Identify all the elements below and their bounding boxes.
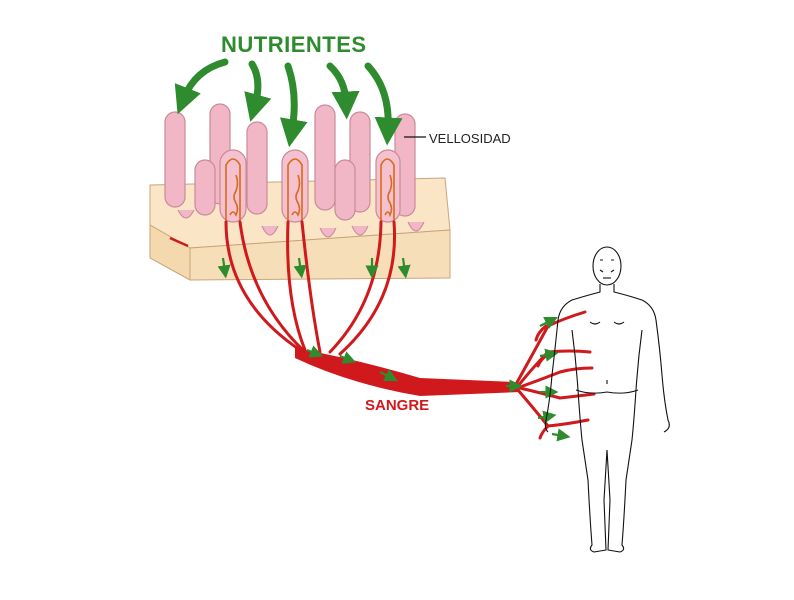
absorption-arrow-icon [551, 428, 571, 442]
absorption-arrow-icon [537, 410, 557, 424]
villus-capillaries [225, 158, 395, 222]
villus-label: VELLOSIDAD [429, 131, 511, 146]
absorption-arrow-icon [397, 257, 411, 279]
nutrients-label: NUTRIENTES [221, 32, 367, 57]
absorption-arrow-icon [339, 351, 357, 364]
nutrient-arrow-icon [364, 62, 403, 146]
blood-vessels [224, 220, 397, 356]
nutrient-arrow-icon [279, 62, 308, 148]
absorption-arrow-icon [306, 345, 324, 358]
absorption-arrow-icon [539, 317, 558, 329]
blood-label: SANGRE [365, 397, 430, 414]
nutrient-arrow-icon [326, 62, 360, 120]
absorption-arrow-icon [539, 348, 559, 362]
human-body-figure [544, 246, 670, 553]
absorption-arrows [217, 257, 571, 442]
body-vessel-branches [513, 310, 596, 440]
nutrient-arrow-icon [174, 58, 229, 115]
absorption-arrow-icon [217, 257, 231, 279]
absorption-arrow-icon [293, 257, 307, 279]
nutrient-arrow-icon [244, 60, 272, 122]
absorption-arrow-icon [379, 369, 398, 381]
nutrient-arrows [174, 58, 403, 148]
main-blood-vessel [295, 348, 520, 396]
